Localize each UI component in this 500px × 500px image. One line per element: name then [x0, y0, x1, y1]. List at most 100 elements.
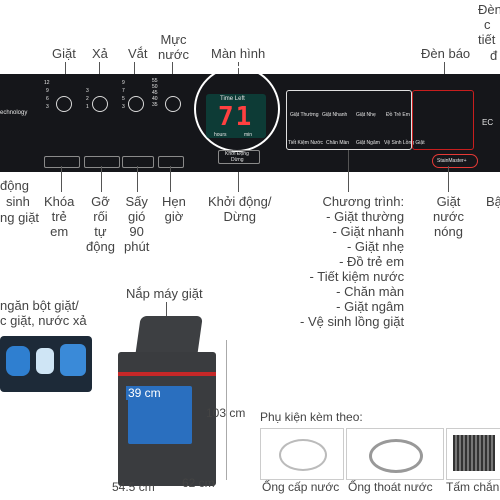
label-indicator: Đèn báo: [421, 46, 471, 61]
program-label[interactable]: Vệ Sinh Lồng Giặt: [384, 140, 425, 146]
wash-num: 9: [46, 88, 49, 94]
min-label: min: [244, 132, 253, 138]
label-hot-water: Giặt nước nóng: [433, 194, 464, 239]
leader-line: [238, 172, 239, 192]
accessory-label: Ống thoát nước: [348, 480, 433, 494]
machine-lid: [135, 316, 203, 356]
label-detergent-tray: ngăn bột giặt/ c giặt, nước xả: [0, 298, 87, 328]
label-tangle-care: Gỡ rối tự động: [86, 194, 115, 254]
leader-line: [137, 166, 138, 192]
water-num: 55: [152, 78, 158, 84]
label-lid: Nắp máy giặt: [126, 286, 203, 301]
water-num: 45: [152, 90, 158, 96]
stainmaster-button[interactable]: StainMaster+: [432, 154, 478, 168]
spin-num: 9: [122, 80, 125, 86]
height-dim-label: 103 cm: [206, 406, 246, 420]
detergent-tray-image: [0, 336, 92, 392]
leader-line: [170, 166, 171, 192]
water-num: 35: [152, 102, 158, 108]
program-label[interactable]: Giặt Thường: [290, 112, 319, 118]
stainmaster-label: StainMaster+: [437, 158, 467, 164]
accessory-label: Ống cấp nước: [262, 480, 340, 494]
label-child-lock: Khóa trẻ em: [44, 194, 75, 239]
program-grid: [286, 90, 412, 150]
label-display: Màn hình: [211, 46, 266, 61]
timer-button[interactable]: [158, 156, 184, 168]
label-indicator-right-4: đ: [490, 48, 498, 63]
label-long-giat: ng giặt: [0, 210, 40, 225]
label-bat: Bậ: [486, 194, 500, 209]
label-wash: Giặt: [52, 46, 76, 61]
display-ring: [194, 66, 280, 152]
indicator-grid: [412, 90, 474, 150]
child-lock-button[interactable]: [44, 156, 80, 168]
label-indicator-right: Đèn: [478, 2, 500, 17]
dim-line: [226, 340, 227, 480]
depth-dim-label: 62 cm: [182, 476, 215, 490]
washing-machine: [118, 316, 216, 486]
air-dry-button[interactable]: [122, 156, 154, 168]
program-label[interactable]: Giặt Nhanh: [322, 112, 348, 118]
hours-label: hours: [214, 132, 227, 138]
accessory-label: Tấm chắn c: [446, 480, 500, 494]
time-left-label: Time Left: [220, 96, 245, 102]
accessory-cover: [446, 428, 500, 480]
label-indicator-right-3: tiết: [478, 32, 496, 47]
label-spin: Vắt: [128, 46, 148, 61]
program-label[interactable]: Giặt Ngâm: [356, 140, 380, 146]
width-dim-label: 39 cm: [126, 386, 163, 400]
drain-hose-icon: [369, 439, 423, 473]
program-label[interactable]: Tiết Kiệm Nước: [288, 140, 324, 146]
control-panel: echnology 12 9 6 3 3 2 1 9 7 5 3 55 50 4…: [0, 66, 500, 172]
wash-num: 3: [46, 104, 49, 110]
display-screen: Time Left 71 hours min: [206, 94, 266, 138]
spin-num: 5: [122, 96, 125, 102]
program-label[interactable]: Chăn Màn: [326, 140, 350, 146]
water-level-button[interactable]: [165, 96, 181, 112]
wash-button[interactable]: [56, 96, 72, 112]
label-dong: động: [0, 178, 29, 193]
start-stop-button[interactable]: Khởi Động Dừng: [218, 150, 260, 164]
accessory-water-inlet: [260, 428, 344, 480]
label-start-stop: Khởi động/ Dừng: [208, 194, 272, 224]
width2-dim-label: 54.5 cm: [112, 480, 155, 494]
leader-line: [61, 166, 62, 192]
label-air-dry: Sấy gió 90 phút: [124, 194, 150, 254]
stop-label: Dừng: [231, 157, 244, 163]
water-num: 50: [152, 84, 158, 90]
label-rinse: Xả: [92, 46, 108, 61]
accessories-title: Phụ kiện kèm theo:: [260, 410, 363, 424]
rinse-num: 3: [86, 88, 89, 94]
program-label[interactable]: Đồ Trẻ Em: [386, 112, 410, 118]
rinse-button[interactable]: [92, 96, 108, 112]
cover-icon: [453, 435, 495, 471]
label-sinh: sinh: [6, 194, 30, 209]
label-water-level: Mực nước: [158, 32, 189, 62]
accessory-drain-hose: [346, 428, 444, 480]
spin-num: 7: [122, 88, 125, 94]
tray-compartment: [6, 346, 30, 376]
technology-label: echnology: [0, 110, 28, 116]
leader-line: [448, 166, 449, 192]
tangle-care-button[interactable]: [84, 156, 120, 168]
rinse-num: 2: [86, 96, 89, 102]
wash-num: 12: [44, 80, 50, 86]
label-programs: Chương trình: - Giặt thường - Giặt nhanh…: [300, 194, 405, 329]
spin-button[interactable]: [128, 96, 144, 112]
spin-num: 3: [122, 104, 125, 110]
water-num: 40: [152, 96, 158, 102]
hose-icon: [279, 439, 327, 471]
wash-num: 6: [46, 96, 49, 102]
tray-compartment: [36, 348, 54, 374]
eco-label: EC: [482, 118, 494, 127]
label-indicator-right-2: c: [484, 17, 491, 32]
start-label: Khởi Động: [225, 151, 249, 157]
leader-line: [101, 166, 102, 192]
machine-stripe: [118, 372, 216, 376]
rinse-num: 1: [86, 104, 89, 110]
leader-line: [348, 150, 349, 192]
tray-compartment: [60, 344, 86, 376]
leader-line: [166, 302, 167, 320]
program-label[interactable]: Giặt Nhẹ: [356, 112, 376, 118]
label-timer: Hẹn giờ: [162, 194, 186, 224]
